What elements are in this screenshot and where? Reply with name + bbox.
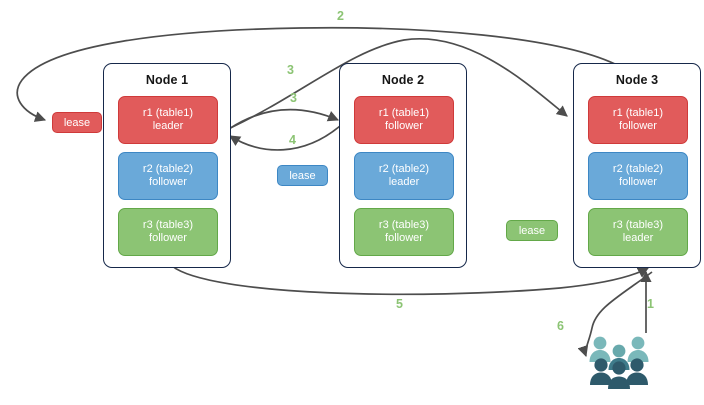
replica-node2-r2[interactable]: r2 (table2) leader: [354, 152, 454, 200]
replica-role: follower: [385, 232, 423, 244]
replica-role: follower: [385, 120, 423, 132]
replica-name: r3 (table3): [142, 218, 194, 231]
step-label-2: 2: [337, 9, 344, 23]
step-label-3a: 3: [287, 63, 294, 77]
node-title-2: Node 2: [381, 73, 425, 87]
replica-name: r3 (table3): [378, 218, 430, 231]
step-label-5: 5: [396, 297, 403, 311]
replica-name: r2 (table2): [142, 162, 194, 175]
replica-node3-r2[interactable]: r2 (table2) follower: [588, 152, 688, 200]
edge-step-3b: [225, 108, 340, 132]
step-label-6: 6: [557, 319, 564, 333]
replica-node1-r3[interactable]: r3 (table3) follower: [118, 208, 218, 256]
edge-step-4: [229, 125, 341, 151]
replica-name: r2 (table2): [378, 162, 430, 175]
replica-node2-r1[interactable]: r1 (table1) follower: [354, 96, 454, 144]
step-label-4: 4: [289, 133, 296, 147]
replica-name: r1 (table1): [612, 106, 664, 119]
step-label-3b: 3: [290, 91, 297, 105]
replica-role: leader: [152, 120, 184, 132]
lease-chip-blue[interactable]: lease: [277, 165, 328, 186]
node-container-1: Node 1 r1 (table1) leader r2 (table2) fo…: [103, 63, 231, 268]
node-container-2: Node 2 r1 (table1) follower r2 (table2) …: [339, 63, 467, 268]
lease-chip-green[interactable]: lease: [506, 220, 558, 241]
edge-step-5: [171, 265, 649, 296]
replica-node2-r3[interactable]: r3 (table3) follower: [354, 208, 454, 256]
replica-role: follower: [149, 232, 187, 244]
replica-name: r1 (table1): [142, 106, 194, 119]
replica-role: leader: [622, 232, 654, 244]
replica-role: follower: [619, 176, 657, 188]
replica-name: r1 (table1): [378, 106, 430, 119]
step-label-1: 1: [647, 297, 654, 311]
replica-name: r2 (table2): [612, 162, 664, 175]
replica-role: leader: [388, 176, 420, 188]
node-title-1: Node 1: [145, 73, 189, 87]
replica-role: follower: [149, 176, 187, 188]
users-group-icon: [589, 336, 649, 389]
replica-node3-r1[interactable]: r1 (table1) follower: [588, 96, 688, 144]
lease-chip-red[interactable]: lease: [52, 112, 102, 133]
node-container-3: Node 3 r1 (table1) follower r2 (table2) …: [573, 63, 701, 268]
replica-node3-r3[interactable]: r3 (table3) leader: [588, 208, 688, 256]
replica-node1-r2[interactable]: r2 (table2) follower: [118, 152, 218, 200]
replica-name: r3 (table3): [612, 218, 664, 231]
replica-node1-r1[interactable]: r1 (table1) leader: [118, 96, 218, 144]
node-title-3: Node 3: [615, 73, 659, 87]
replica-role: follower: [619, 120, 657, 132]
